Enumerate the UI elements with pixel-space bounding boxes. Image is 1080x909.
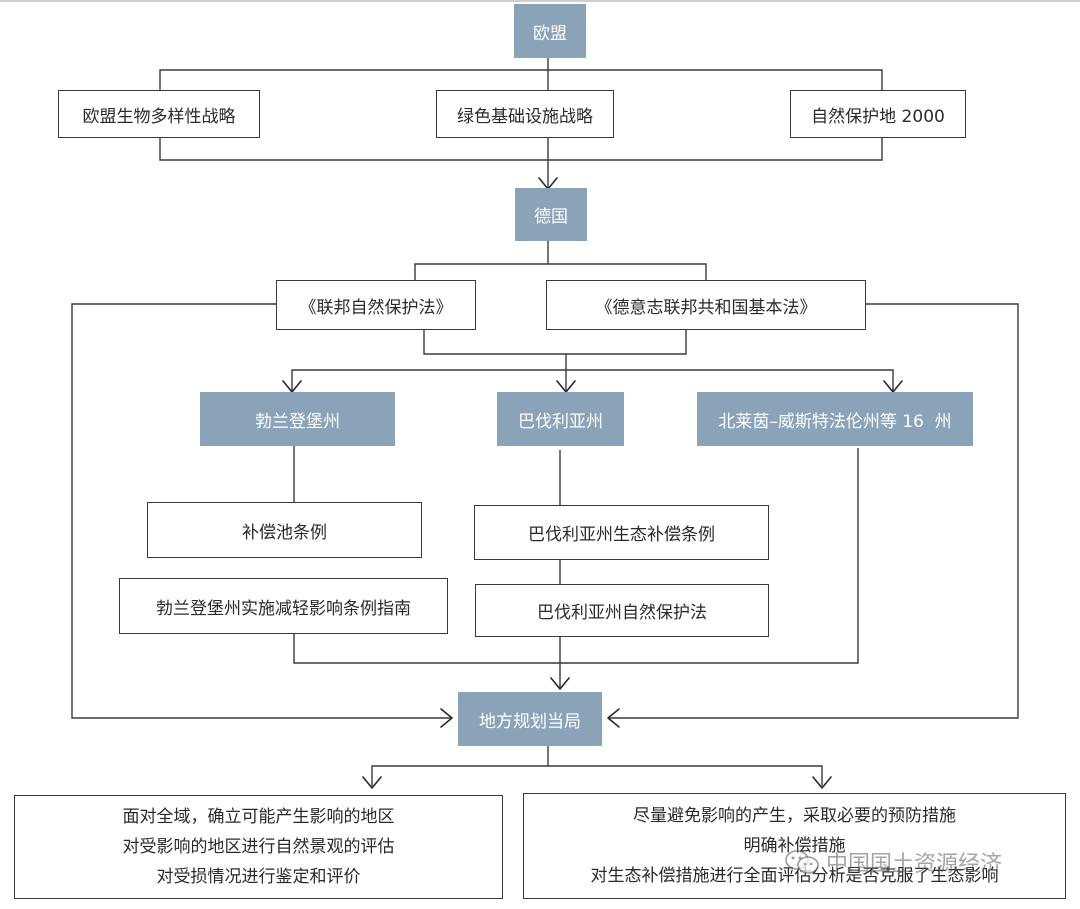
- strategy-eu-biodiversity: 欧盟生物多样性战略: [58, 90, 260, 138]
- outcome-left-line-1: 面对全域，确立可能产生影响的地区: [122, 807, 395, 827]
- regulation-compensation-pool-label: 补偿池条例: [242, 522, 327, 543]
- outcome-right-line-2: 明确补偿措施: [743, 836, 846, 856]
- outcome-left-line-3: 对受损情况进行鉴定和评价: [156, 867, 361, 887]
- regulation-bavaria-nature-law: 巴伐利亚州自然保护法: [475, 584, 769, 637]
- law-federal-nature-conservation: 《联邦自然保护法》: [276, 280, 476, 330]
- outcome-left-line-2: 对受影响的地区进行自然景观的评估: [122, 837, 395, 857]
- node-brandenburg-label: 勃兰登堡州: [255, 411, 340, 432]
- node-brandenburg: 勃兰登堡州: [200, 392, 395, 446]
- watermark: 中国国土资源经济: [784, 846, 1002, 878]
- top-border-line: [0, 0, 1080, 2]
- outcome-right-line-3: 对生态补偿措施进行全面评估分析是否克服了生态影响: [590, 866, 999, 886]
- node-germany-label: 德国: [534, 207, 568, 227]
- node-nrw-and-16-states: 北莱茵–威斯特法伦州等 16 州: [697, 392, 973, 446]
- node-bavaria: 巴伐利亚州: [497, 392, 624, 446]
- regulation-bavaria-eco-compensation: 巴伐利亚州生态补偿条例: [474, 505, 769, 560]
- outcome-measures-box: 尽量避免影响的产生，采取必要的预防措施 明确补偿措施 对生态补偿措施进行全面评估…: [523, 793, 1066, 899]
- node-bavaria-label: 巴伐利亚州: [518, 411, 603, 432]
- regulation-brandenburg-guideline: 勃兰登堡州实施减轻影响条例指南: [119, 578, 448, 634]
- node-eu: 欧盟: [514, 4, 586, 58]
- regulation-compensation-pool: 补偿池条例: [147, 502, 422, 558]
- strategy-green-infrastructure-label: 绿色基础设施战略: [457, 106, 593, 127]
- law-federal-nature-conservation-label: 《联邦自然保护法》: [299, 297, 453, 318]
- strategy-natura-2000: 自然保护地 2000: [790, 90, 966, 138]
- node-eu-label: 欧盟: [533, 23, 567, 44]
- strategy-natura-2000-label: 自然保护地 2000: [811, 106, 945, 127]
- node-nrw-label: 北莱茵–威斯特法伦州等 16 州: [718, 411, 952, 432]
- law-basic-law: 《德意志联邦共和国基本法》: [546, 280, 866, 330]
- wechat-icon: [784, 849, 820, 875]
- regulation-bavaria-nature-law-label: 巴伐利亚州自然保护法: [537, 603, 707, 623]
- node-germany: 德国: [515, 188, 587, 241]
- node-local-planning-authority: 地方规划当局: [458, 692, 602, 746]
- regulation-bavaria-eco-compensation-label: 巴伐利亚州生态补偿条例: [528, 525, 715, 545]
- node-local-label: 地方规划当局: [479, 711, 581, 732]
- strategy-green-infrastructure: 绿色基础设施战略: [436, 90, 614, 138]
- watermark-text: 中国国土资源经济: [826, 852, 1003, 877]
- strategy-eu-biodiversity-label: 欧盟生物多样性战略: [82, 106, 236, 127]
- outcome-assessment-box: 面对全域，确立可能产生影响的地区 对受影响的地区进行自然景观的评估 对受损情况进…: [14, 795, 503, 899]
- outcome-right-line-1: 尽量避免影响的产生，采取必要的预防措施: [633, 806, 956, 826]
- regulation-brandenburg-guideline-label: 勃兰登堡州实施减轻影响条例指南: [156, 598, 411, 619]
- law-basic-law-label: 《德意志联邦共和国基本法》: [595, 297, 817, 318]
